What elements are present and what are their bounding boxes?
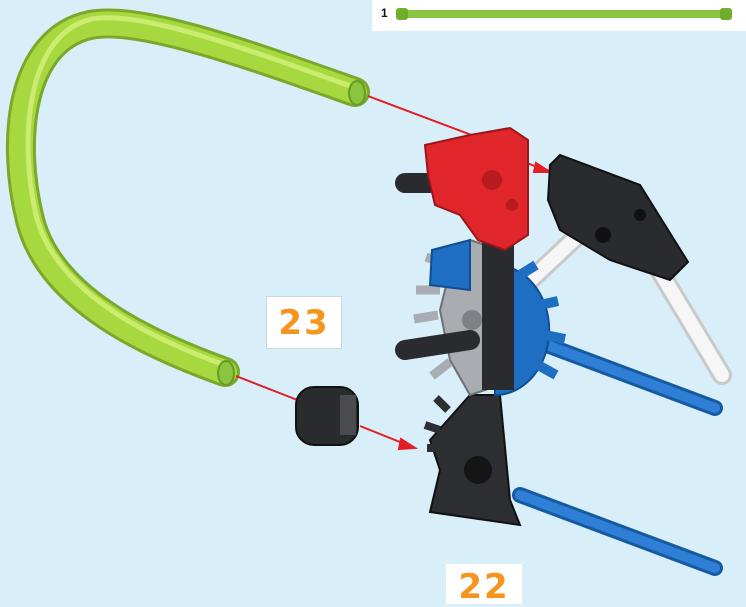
black-angle-connector (548, 155, 688, 280)
parts-list-box: 1 (372, 0, 746, 31)
black-base-connector (425, 395, 520, 525)
assembly-illustration (0, 0, 746, 592)
next-step-number: 22 (458, 570, 509, 604)
step-number: 23 (278, 306, 329, 340)
green-flexible-rod-icon (394, 6, 734, 22)
next-step-number-box: 22 (446, 564, 522, 604)
red-connector (425, 128, 528, 250)
part-quantity: 1 (381, 6, 388, 20)
black-end-cap (296, 387, 358, 445)
step-number-box: 23 (266, 296, 342, 349)
